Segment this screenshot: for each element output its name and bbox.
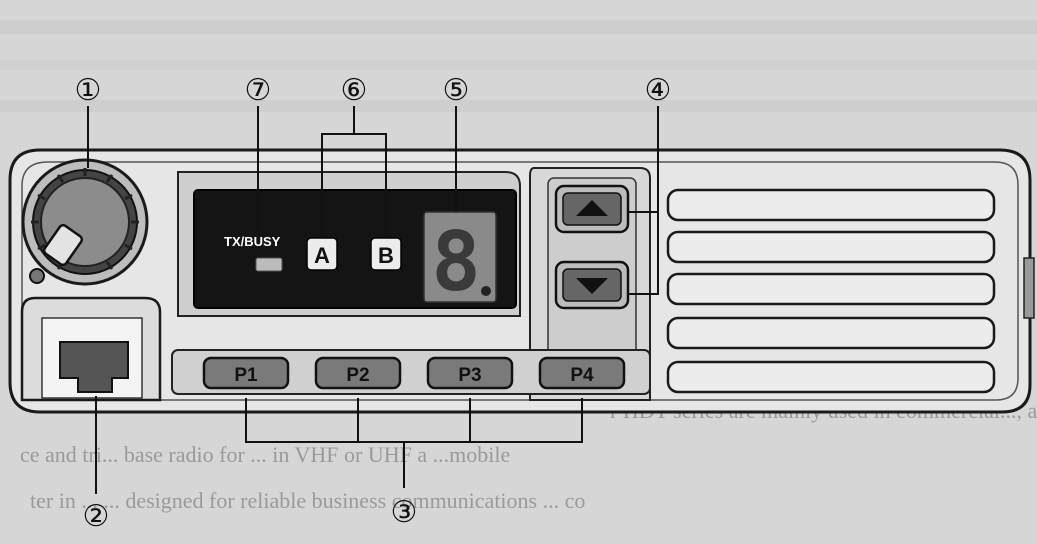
volume-knob[interactable]: [21, 158, 149, 286]
p3-label: P3: [458, 365, 481, 386]
callout-5: ⑤: [443, 73, 470, 108]
program-keys-strip: [171, 349, 651, 395]
background-text-line3: ter in ... ... designed for reliable bus…: [30, 488, 585, 513]
callout-2: ②: [83, 499, 110, 534]
p4-button[interactable]: P4: [538, 356, 626, 390]
background-texture: [0, 20, 1037, 112]
callout-4: ④: [645, 73, 672, 108]
callout-1: ①: [75, 73, 102, 108]
leader-lines: [87, 106, 659, 494]
p3-button[interactable]: P3: [426, 356, 514, 390]
knob-indicator-icon: [42, 223, 84, 267]
callout-6: ⑥: [341, 73, 368, 108]
mic-jack: [20, 296, 162, 402]
p4-label: P4: [570, 365, 594, 386]
rj45-port-icon: [59, 341, 129, 393]
channel-b-label: B: [378, 243, 394, 268]
p2-button[interactable]: P2: [314, 356, 402, 390]
speaker-grille: [666, 188, 996, 394]
channel-digit: 8: [431, 215, 480, 310]
background-text-line2: ce and tri... base radio for ... in VHF …: [20, 442, 510, 467]
channel-b-indicator: B: [370, 237, 402, 271]
arrow-up-icon: [576, 200, 608, 216]
channel-up-button[interactable]: [554, 184, 630, 234]
channel-a-indicator: A: [306, 237, 338, 271]
seven-segment-display: 8: [423, 211, 497, 310]
p2-label: P2: [346, 365, 369, 386]
callout-7: ⑦: [245, 73, 272, 108]
p1-label: P1: [234, 365, 258, 386]
callout-3: ③: [391, 495, 418, 530]
tx-busy-label: TX/BUSY: [224, 234, 281, 249]
channel-a-label: A: [314, 243, 330, 268]
tx-busy-led-icon: [255, 257, 283, 272]
channel-down-button[interactable]: [554, 260, 630, 310]
status-led-icon: [29, 268, 45, 284]
arrow-down-icon: [576, 278, 608, 294]
decimal-point-icon: [481, 286, 491, 296]
p1-button[interactable]: P1: [202, 356, 290, 390]
